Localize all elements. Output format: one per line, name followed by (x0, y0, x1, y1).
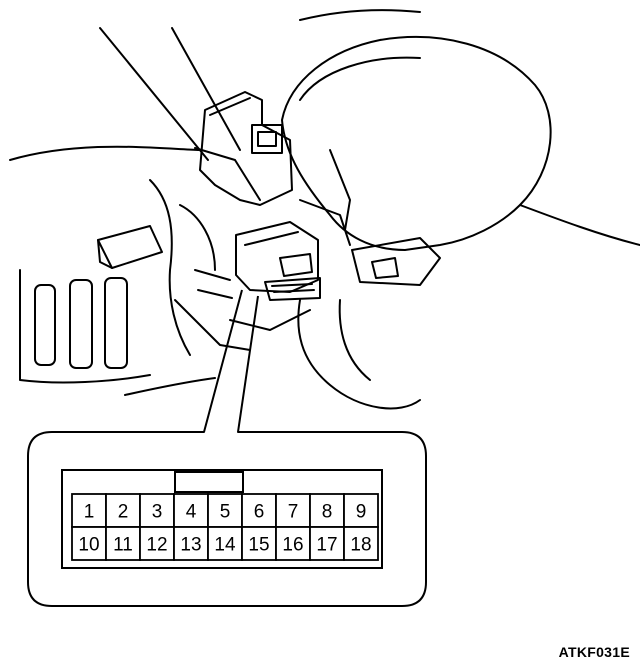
pin-number-3: 3 (152, 502, 163, 523)
pin-number-10: 10 (78, 535, 99, 556)
pin-cell (139, 493, 175, 528)
leader-line-right (171, 27, 241, 151)
pin-number-7: 7 (288, 502, 299, 523)
wiring-bundle (149, 179, 191, 356)
callout-bubble (27, 289, 427, 607)
pin-number-4: 4 (186, 502, 197, 523)
pin-number-15: 15 (248, 535, 269, 556)
pin-number-18: 18 (350, 535, 371, 556)
vent-slot-1 (34, 284, 56, 366)
shroud-edge (519, 204, 640, 246)
upper-connector (199, 91, 293, 206)
pin-number-16: 16 (282, 535, 303, 556)
pin-number-12: 12 (146, 535, 167, 556)
pin-cell (207, 493, 243, 528)
pin-cell (241, 526, 277, 561)
side-connector (351, 237, 441, 286)
pin-cell (275, 526, 311, 561)
pin-cell (105, 526, 141, 561)
vent-slot-3 (104, 277, 128, 369)
pin-number-9: 9 (356, 502, 367, 523)
steering-column-shroud (281, 36, 552, 251)
pin-cell (207, 526, 243, 561)
pin-number-17: 17 (316, 535, 337, 556)
dashboard-drawing (9, 9, 640, 410)
leader-line-left (99, 27, 209, 161)
dash-left-panel (19, 269, 151, 384)
pin-number-5: 5 (220, 502, 231, 523)
pin-number-1: 1 (84, 502, 95, 523)
dash-top-edge (299, 9, 421, 21)
pin-cell (71, 526, 107, 561)
pin-number-6: 6 (254, 502, 265, 523)
pin-cell (105, 493, 141, 528)
pin-cell (241, 493, 277, 528)
pin-number-2: 2 (118, 502, 129, 523)
upper-connector-latch (251, 124, 283, 154)
pin-number-11: 11 (113, 535, 133, 556)
dash-lower-curve (9, 145, 201, 161)
vent-slot-2 (69, 279, 93, 369)
pin-number-13: 13 (180, 535, 201, 556)
pin-cell (173, 526, 209, 561)
shroud-inner-curve (299, 56, 421, 101)
figure-code: ATKF031E (558, 644, 630, 660)
pinout-frame (61, 469, 383, 569)
connector-key-tab (174, 471, 244, 493)
panel-knob (97, 225, 163, 269)
pin-number-8: 8 (322, 502, 333, 523)
pin-cell (343, 526, 379, 561)
data-link-connector (235, 221, 319, 293)
pin-number-14: 14 (214, 535, 236, 556)
